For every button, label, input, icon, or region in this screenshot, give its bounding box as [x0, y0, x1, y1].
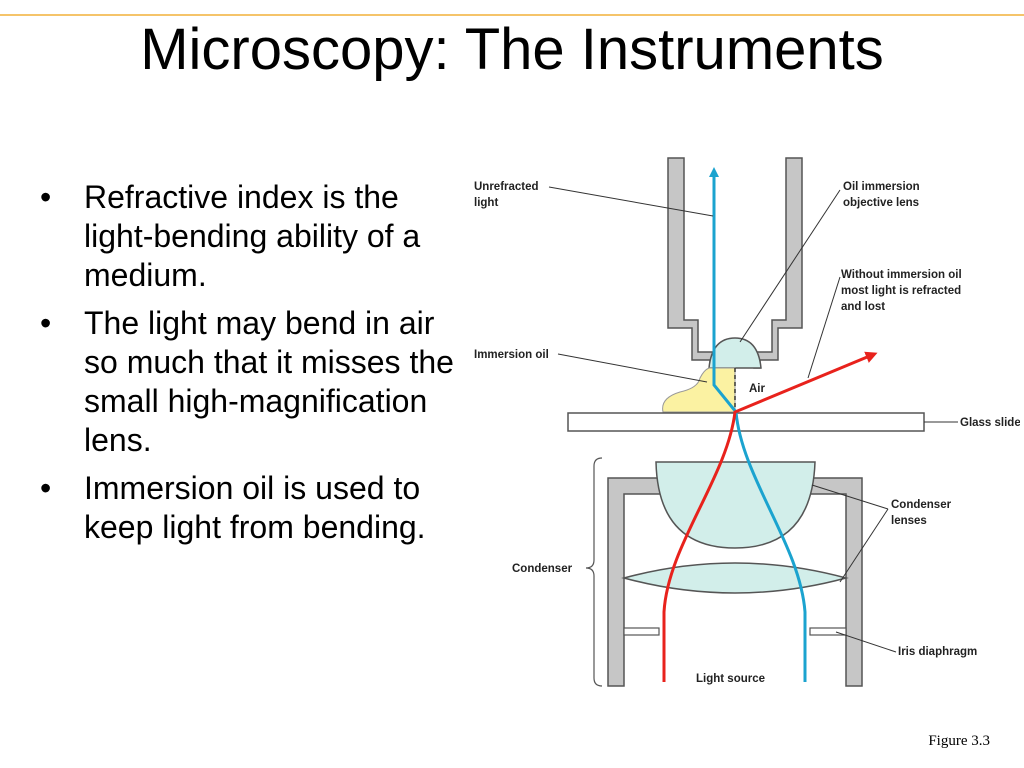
bullet-icon: •: [40, 305, 52, 341]
bullet-item: • Refractive index is the light-bending a…: [40, 178, 460, 295]
objective-housing: [667, 157, 803, 369]
bullet-item: • The light may bend in air so much that …: [40, 304, 460, 460]
bullet-icon: •: [40, 179, 52, 215]
glass-slide: [567, 412, 925, 432]
leader-condenser-upper: [811, 484, 889, 510]
blue-ray: [709, 167, 807, 682]
slide-title: Microscopy: The Instruments: [140, 17, 884, 82]
bullet-icon: •: [40, 470, 52, 506]
immersion-oil-blob: [662, 367, 736, 413]
leader-condenser-lower: [839, 508, 889, 583]
label-light-source: Light source: [696, 673, 765, 685]
top-accent-rule: [0, 14, 1024, 16]
condenser-lens-upper: [655, 461, 816, 549]
label-immersion-oil: Immersion oil: [474, 349, 549, 361]
leader-immersion-oil: [557, 353, 708, 383]
leader-iris: [835, 631, 897, 653]
label-unrefracted-light: Unrefracted light: [474, 181, 542, 209]
iris-diaphragm-left: [623, 627, 660, 636]
label-condenser: Condenser: [512, 563, 573, 575]
label-without-immersion-oil: Without immersion oil most light is refr…: [841, 269, 965, 313]
bullet-text: The light may bend in air so much that i…: [84, 305, 454, 458]
label-oil-immersion-objective: Oil immersion objective lens: [843, 181, 923, 209]
objective-wall-left: [667, 157, 717, 369]
leader-lines: [548, 186, 958, 653]
iris-diaphragm-right: [809, 627, 847, 636]
red-ray: [662, 351, 878, 682]
bullet-text: Refractive index is the light-bending ab…: [84, 179, 421, 293]
figure-caption: Figure 3.3: [928, 733, 990, 749]
oil-immersion-diagram: Unrefracted light Oil immersion objectiv…: [474, 157, 1020, 687]
bullet-item: • Immersion oil is used to keep light fro…: [40, 469, 460, 547]
condenser-lens-lower: [621, 562, 849, 594]
label-iris-diaphragm: Iris diaphragm: [898, 646, 977, 658]
bullet-text: Immersion oil is used to keep light from…: [84, 470, 426, 545]
label-air: Air: [749, 383, 766, 395]
label-glass-slide: Glass slide: [960, 417, 1020, 429]
label-condenser-lenses: Condenser lenses: [891, 499, 954, 527]
bullet-list: • Refractive index is the light-bending a…: [40, 178, 460, 556]
leader-oil-objective: [739, 189, 841, 343]
condenser-bracket: [585, 457, 603, 687]
objective-wall-right: [753, 157, 803, 369]
objective-lens: [708, 337, 762, 369]
leader-without-oil: [807, 276, 841, 379]
leader-unrefracted: [548, 186, 714, 217]
